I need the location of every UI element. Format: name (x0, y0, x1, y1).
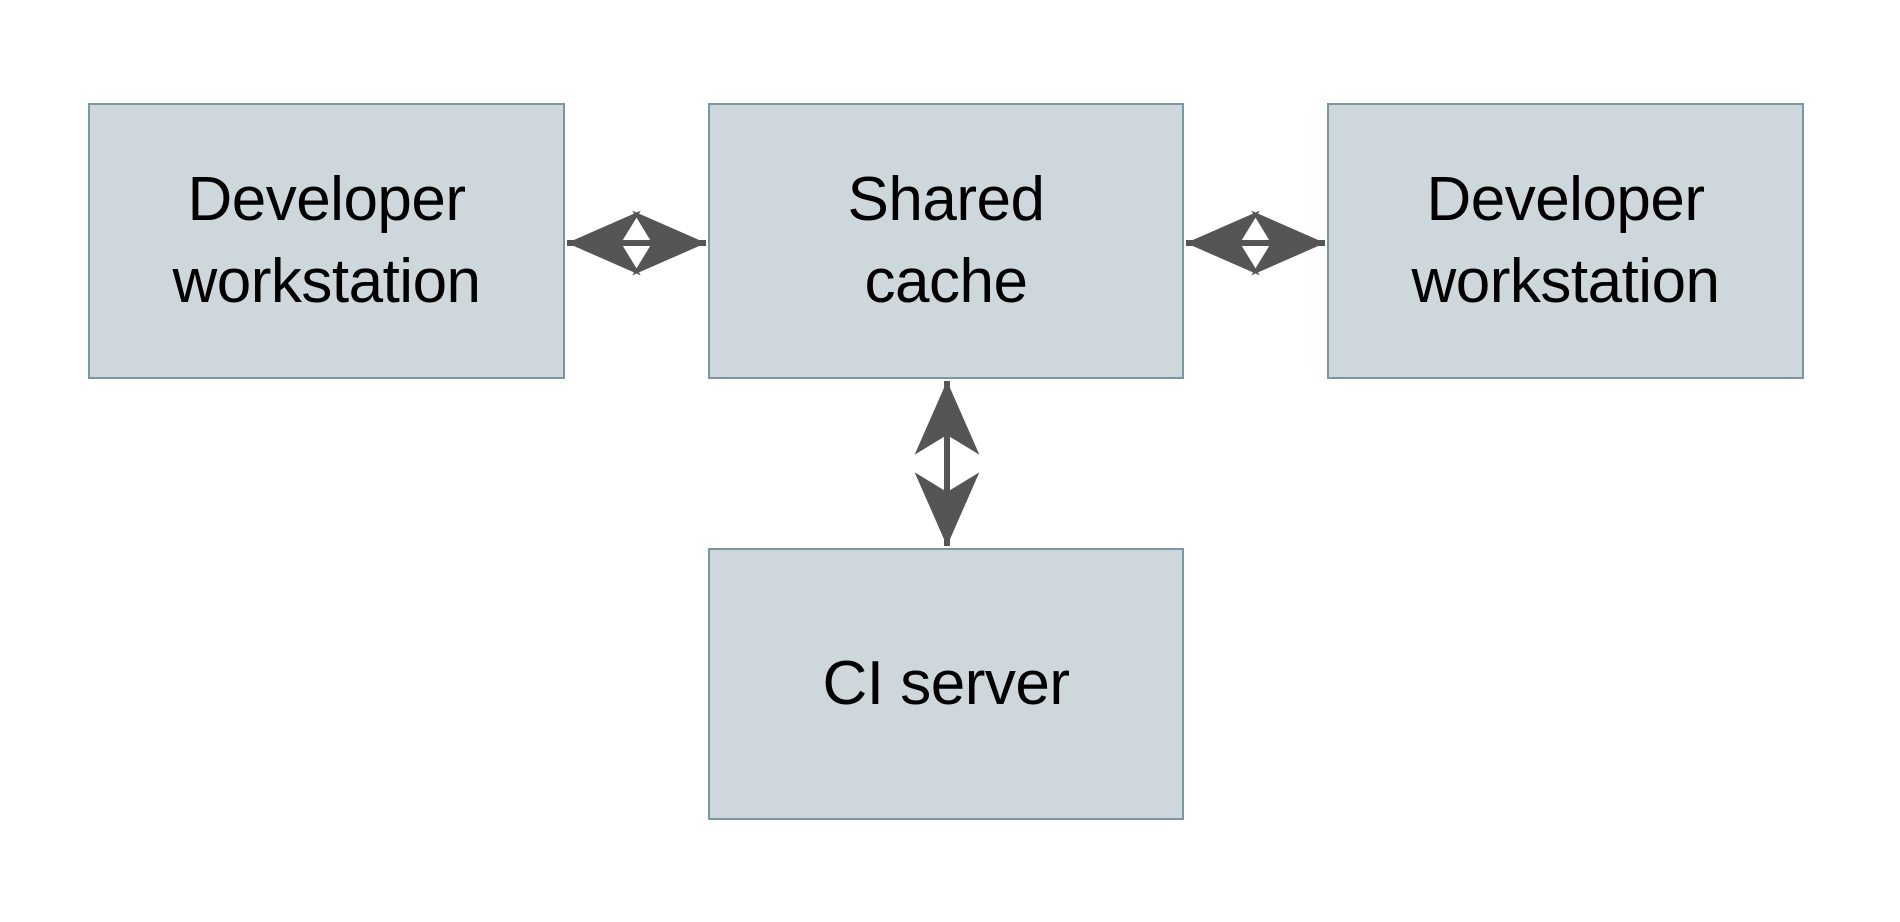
node-developer-workstation-right[interactable]: Developer workstation (1327, 103, 1804, 379)
node-label-developer-workstation-left: Developer workstation (172, 164, 481, 316)
node-developer-workstation-left[interactable]: Developer workstation (88, 103, 565, 379)
node-label-developer-workstation-right: Developer workstation (1411, 164, 1720, 316)
node-ci-server[interactable]: CI server (708, 548, 1184, 820)
node-label-shared-cache: Shared cache (847, 164, 1045, 316)
node-label-ci-server: CI server (822, 648, 1070, 718)
node-shared-cache[interactable]: Shared cache (708, 103, 1184, 379)
